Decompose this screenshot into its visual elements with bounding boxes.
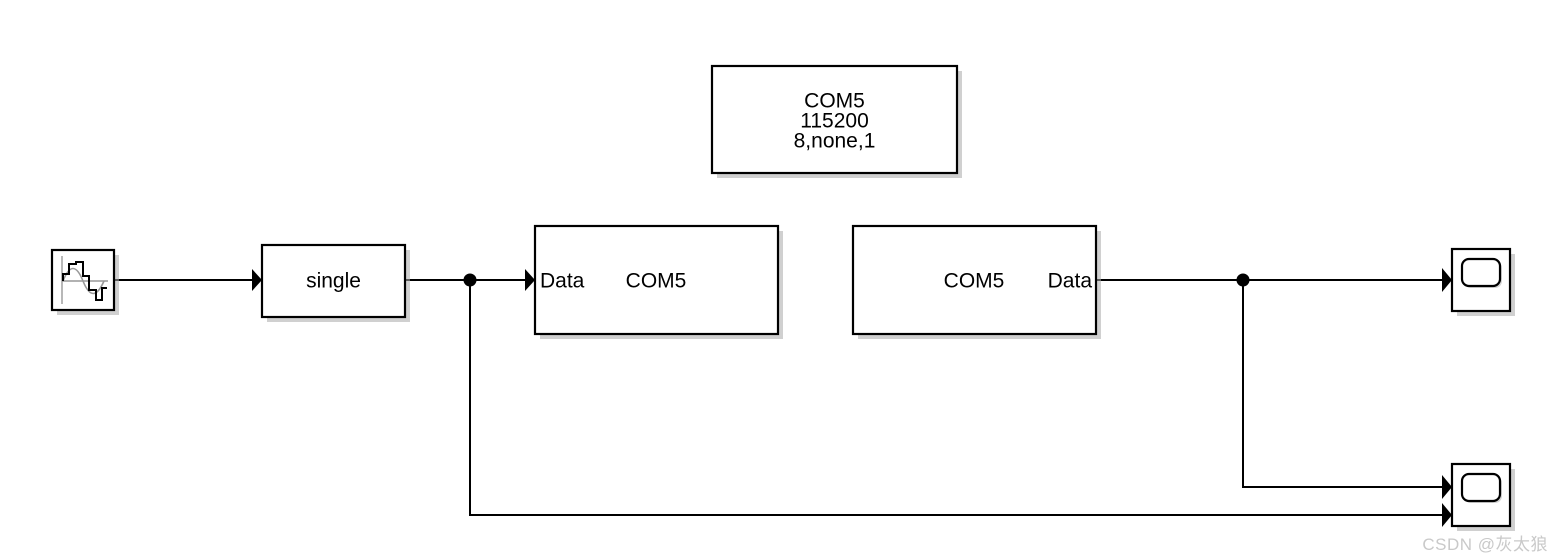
scope-screen-icon <box>1460 257 1502 288</box>
serial-config-port-label: COM5 <box>804 90 865 113</box>
quantized-sine-wave-icon <box>61 256 108 304</box>
wire-source-to-single[interactable] <box>114 269 262 291</box>
signal-generator-block[interactable] <box>50 248 119 315</box>
scope-block-top[interactable] <box>1450 247 1515 316</box>
serial-config-baudrate-label: 115200 <box>800 110 869 133</box>
serial-send-data-port-label: Data <box>540 270 585 293</box>
arrowhead-single-input <box>252 269 262 291</box>
wire-serial-receive-to-scope-top[interactable] <box>1096 268 1452 292</box>
serial-config-format-label: 8,none,1 <box>794 130 876 153</box>
arrowhead-serial-send-input <box>525 269 535 291</box>
serial-receive-com-label: COM5 <box>944 270 1005 293</box>
wire-branch-to-scope-bottom-input1[interactable] <box>1242 280 1452 499</box>
wire-branch-to-scope-bottom-input2[interactable] <box>469 280 1452 527</box>
serial-send-com-label: COM5 <box>626 270 687 293</box>
arrowhead-scope-bottom-input1 <box>1442 475 1452 499</box>
serial-configuration-block[interactable]: COM5 115200 8,none,1 <box>710 64 962 178</box>
serial-send-block[interactable]: Data COM5 <box>533 224 783 339</box>
branch-point-left <box>463 273 477 287</box>
arrowhead-scope-bottom-input2 <box>1442 503 1452 527</box>
serial-receive-data-port-label: Data <box>1048 270 1093 293</box>
data-type-conversion-label: single <box>306 270 361 293</box>
arrowhead-scope-top-input <box>1442 268 1452 292</box>
data-type-conversion-block[interactable]: single <box>260 243 410 322</box>
scope-screen-icon <box>1460 472 1502 503</box>
csdn-watermark: CSDN @灰太狼 <box>1422 535 1548 554</box>
branch-point-right <box>1236 273 1250 287</box>
serial-receive-block[interactable]: COM5 Data <box>851 224 1101 339</box>
scope-block-bottom[interactable] <box>1450 462 1515 531</box>
